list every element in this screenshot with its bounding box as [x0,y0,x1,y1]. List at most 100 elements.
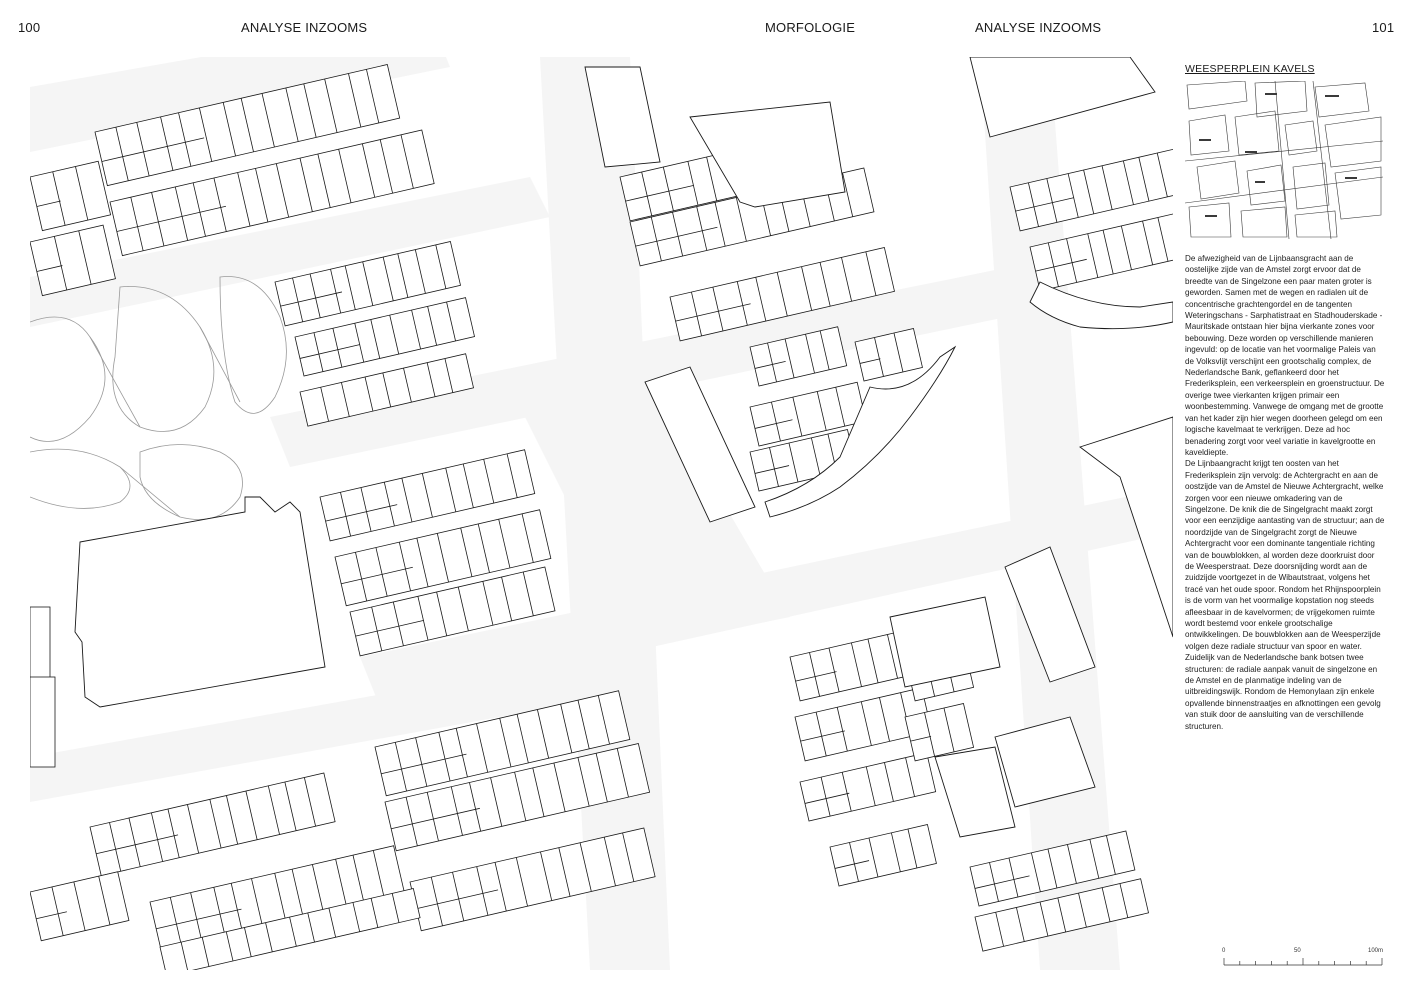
street-band [980,57,1120,970]
parcel-lot-line [237,172,251,227]
parcel-lot-line [169,897,182,947]
parcel-block [904,703,975,762]
parcel-row [94,64,401,187]
parcel-lot-line [370,319,381,359]
parcel-lot-line [860,701,872,746]
parcel-lot-line [476,866,489,916]
parcel-row [294,297,475,377]
parcel-lot-line [291,869,304,919]
parcel-lot-line [1156,152,1168,197]
parcel-lot-line [225,931,234,962]
mini-label [1245,151,1257,153]
scale-ticks [1223,958,1383,965]
parcel-lot-line [190,892,203,942]
sidebar-text: De afwezigheid van de Lijnbaansgracht aa… [1185,253,1385,732]
parcel-lot-line [691,291,702,336]
mini-block [1324,116,1382,168]
parcel-block [294,297,475,377]
scale-label-0: 0 [1222,948,1226,954]
parcel-lot-line [989,862,999,902]
parcel-lot-line [792,397,803,437]
parcel-lot-line [352,902,361,932]
parcel-lot-line [819,262,831,307]
parcel-block [374,690,631,797]
parcel-lot-line [735,197,747,242]
parcel-lot-line [73,881,86,931]
parcel-lot-line [75,166,89,221]
parcel-lot-line [445,467,457,512]
parcel-rear-line [1035,258,1087,272]
parcel-lot-line [430,877,443,926]
parcel-rear-line [800,730,845,742]
parcel-lot-line [426,362,436,397]
parcel-row [30,160,112,232]
parcel-lot-line [828,647,840,692]
parcel-rear-line [859,358,881,364]
parcel-map [30,57,1173,970]
parcel-lot-line [415,737,428,787]
parcel-map-drawing [30,57,1173,970]
parcel-lot-line [1057,897,1067,933]
parcel-lot-line [874,337,884,377]
parcel-lot-line [416,538,429,587]
parcel-block [30,224,116,297]
parcel-lot-line [1138,157,1150,202]
parcel-rear-line [36,200,61,207]
parcel-lot-line [521,513,534,563]
parcel-lot-line [1067,173,1079,218]
mini-block [1292,162,1330,210]
parcel-rear-line [754,360,786,369]
building-block [689,101,846,208]
parcel-lot-line [265,922,273,952]
parcel-lot-line [398,542,411,591]
parcel-lot-line [115,127,129,181]
context-map-background [1185,81,1383,239]
parcel-lot-line [579,842,592,892]
parcel-lot-line [457,586,469,631]
parcel-lot-line [490,777,503,827]
parcel-lot-line [53,236,68,291]
parcel-lot-line [330,269,342,314]
parcel-rear-line [834,860,870,869]
parcel-lot-line [307,912,315,943]
parcel-lot-line [460,527,473,577]
parcel-lot-line [421,473,433,518]
parcel-row [319,449,536,542]
parcel-row [349,566,556,657]
parcel-rear-line [101,137,205,162]
parcel-lot-line [382,372,392,408]
building-block [1004,546,1096,683]
parcel-lot-line [501,576,513,621]
parcel-lot-line [776,272,788,317]
parcel-lot-line [769,447,779,487]
context-map [1185,81,1383,239]
parcel-lot-line [924,712,935,757]
parcel-lot-line [1101,165,1113,210]
parcel-lot-line [907,828,918,869]
parcel-rear-line [625,184,694,202]
parcel-lot-line [341,382,350,417]
parcel-lot-line [187,804,200,854]
parcel-lot-line [867,638,879,683]
park-path [219,276,287,414]
parcel-lot-line [1089,839,1100,879]
parcel-lot-line [452,872,465,921]
parcel-lot-line [130,197,144,251]
parcel-lot-line [884,762,894,802]
parcel-lot-line [835,387,846,427]
parcel-lot-line [577,700,590,749]
parcel-lot-line [361,143,376,198]
parcel-lot-line [180,942,189,970]
parcel-row [974,878,1149,952]
mini-block [1334,166,1382,220]
parcel-lot-line [1142,220,1154,265]
paragraph: Zuidelijk van de Nederlandsche bank bots… [1185,653,1381,731]
building-block [994,716,1096,808]
parcel-lot-line [335,859,348,908]
parcel-lot-line [375,547,388,597]
parcel-lot-line [274,873,287,923]
parcel-lot-line [285,87,299,142]
parcel-block [794,687,933,762]
parcel-lot-line [405,797,418,846]
parcel-rear-line [754,465,790,474]
